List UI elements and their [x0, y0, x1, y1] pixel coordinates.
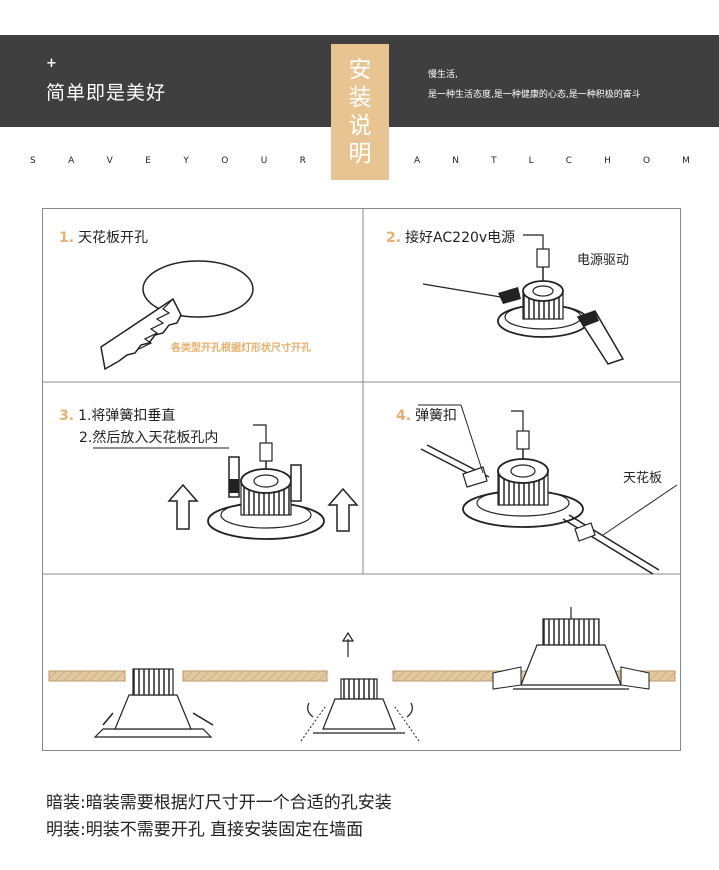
panel-3-illustration — [93, 424, 359, 540]
bottom-illustration — [48, 607, 676, 742]
step-3-number: 3. — [59, 408, 75, 424]
badge-char-2: 装 — [348, 85, 372, 111]
step-2-title: 接好AC220v电源 — [405, 230, 516, 246]
letter: A — [414, 156, 421, 166]
step-2-number: 2. — [386, 230, 402, 246]
installation-diagram: 1.天花板开孔 各类型开孔根据灯形状尺寸开孔 2.接好AC220v电源 电源驱动… — [42, 208, 681, 751]
letter: M — [682, 156, 690, 166]
letter: O — [642, 156, 651, 166]
slogan-text: 简单即是美好 — [46, 82, 167, 104]
step-3-line-2: 2.然后放入天花板孔内 — [79, 430, 219, 446]
install-guide-badge: 安 装 说 明 — [331, 44, 389, 180]
step-4-label: 4.弹簧扣 — [396, 405, 457, 425]
panel-1-illustration — [100, 260, 254, 371]
letters-right: A N T L C H O M — [414, 156, 690, 170]
plus-mark: + — [46, 56, 57, 71]
step-4-title: 弹簧扣 — [415, 408, 458, 424]
letter: V — [106, 156, 113, 166]
letter: U — [260, 156, 268, 166]
letter: T — [491, 156, 497, 166]
step-1-title: 天花板开孔 — [78, 230, 149, 246]
step-2-label: 2.接好AC220v电源 — [386, 227, 515, 247]
letter: A — [68, 156, 75, 166]
ceiling-label: 天花板 — [623, 471, 663, 486]
panel-2-illustration — [422, 234, 625, 365]
letter: L — [528, 156, 534, 166]
letter: Y — [183, 156, 189, 166]
recessed-install-text: 暗装:暗装需要根据灯尺寸开一个合适的孔安装 — [46, 793, 392, 813]
letter: E — [145, 156, 151, 166]
letters-left: S A V E Y O U R — [30, 156, 306, 170]
badge-char-1: 安 — [348, 57, 372, 83]
lifestyle-line-1: 慢生活, — [428, 70, 458, 80]
step-3-line-1: 1.将弹簧扣垂直 — [78, 408, 176, 424]
letter: H — [604, 156, 611, 166]
letter: O — [221, 156, 229, 166]
diagram-illustration — [43, 209, 680, 742]
panel-4-illustration — [418, 404, 678, 575]
step-1-label: 1.天花板开孔 — [59, 227, 148, 247]
letter: N — [452, 156, 459, 166]
letter: C — [565, 156, 573, 166]
step-1-note: 各类型开孔根据灯形状尺寸开孔 — [171, 343, 311, 354]
step-4-number: 4. — [396, 408, 412, 424]
badge-char-3: 说 — [348, 113, 372, 139]
power-driver-label: 电源驱动 — [577, 253, 630, 268]
badge-char-4: 明 — [348, 141, 372, 167]
step-1-number: 1. — [59, 230, 75, 246]
lifestyle-line-2: 是一种生活态度,是一种健康的心态,是一种积极的奋斗 — [428, 90, 641, 100]
step-3-label: 3.1.将弹簧扣垂直 — [59, 405, 175, 425]
letter: R — [299, 156, 306, 166]
letter: S — [30, 156, 36, 166]
surface-install-text: 明装:明装不需要开孔 直接安装固定在墙面 — [46, 820, 364, 840]
